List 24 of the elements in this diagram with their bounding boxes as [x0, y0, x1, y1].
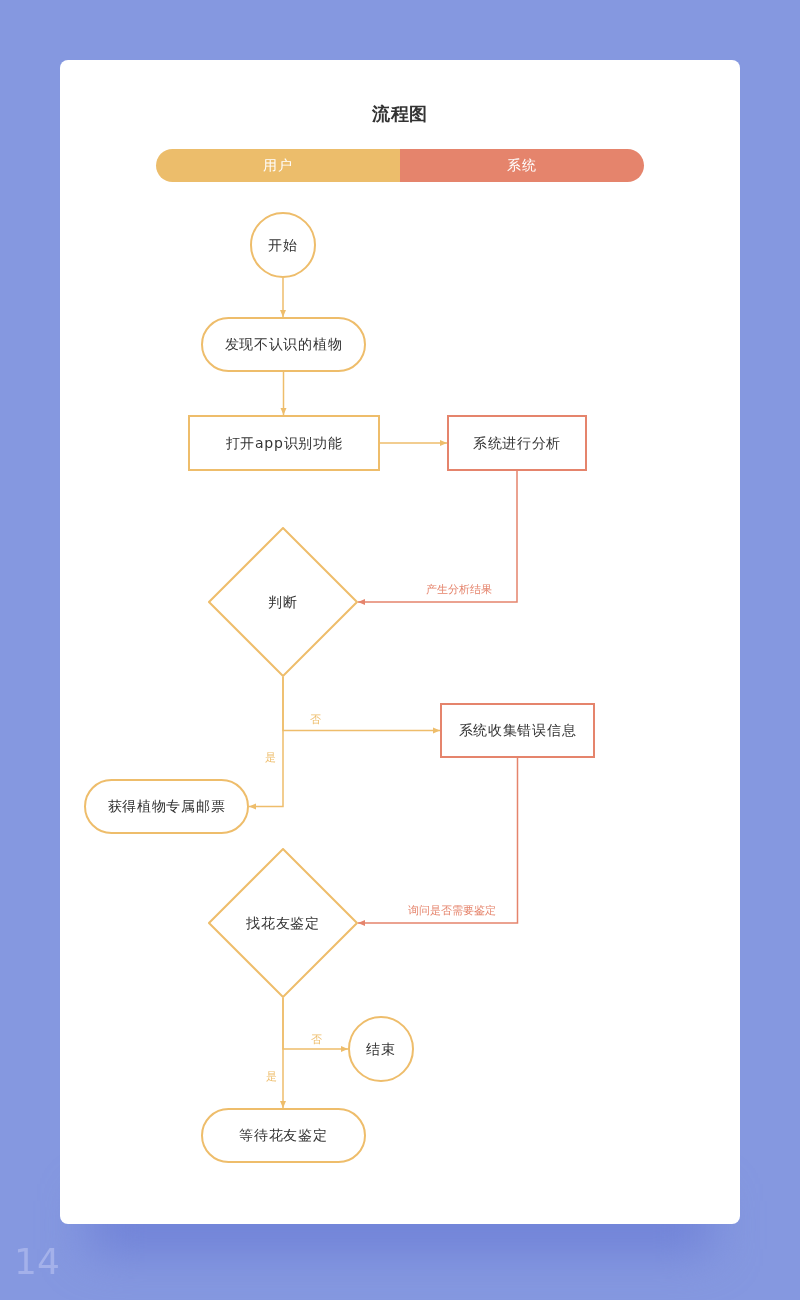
lane-header: 用户 — [156, 149, 400, 182]
rounded-process-box: 获得植物专属邮票 — [84, 779, 249, 834]
edge-label: 否 — [309, 713, 322, 727]
lane-header: 系统 — [400, 149, 644, 182]
edge-label: 是 — [264, 751, 277, 765]
decision-diamond: 找花友鉴定 — [208, 848, 358, 998]
process-box: 打开app识别功能 — [188, 415, 380, 471]
edge-label: 是 — [265, 1070, 278, 1084]
arrow — [280, 277, 286, 318]
arrow — [379, 440, 448, 446]
process-box: 系统收集错误信息 — [440, 703, 595, 758]
title: 流程图 — [370, 102, 430, 126]
rounded-process-box: 发现不认识的植物 — [201, 317, 366, 372]
arrow — [280, 371, 287, 416]
decision-diamond: 判断 — [208, 527, 358, 677]
arrow — [280, 997, 286, 1109]
arrow — [357, 757, 519, 926]
edge-label: 询问是否需要鉴定 — [407, 904, 497, 918]
arrow — [357, 470, 518, 605]
rounded-process-box: 等待花友鉴定 — [201, 1108, 366, 1163]
edge-label: 否 — [310, 1033, 323, 1047]
process-box: 系统进行分析 — [447, 415, 587, 471]
arrow — [248, 676, 284, 810]
edge-label: 产生分析结果 — [425, 583, 493, 597]
